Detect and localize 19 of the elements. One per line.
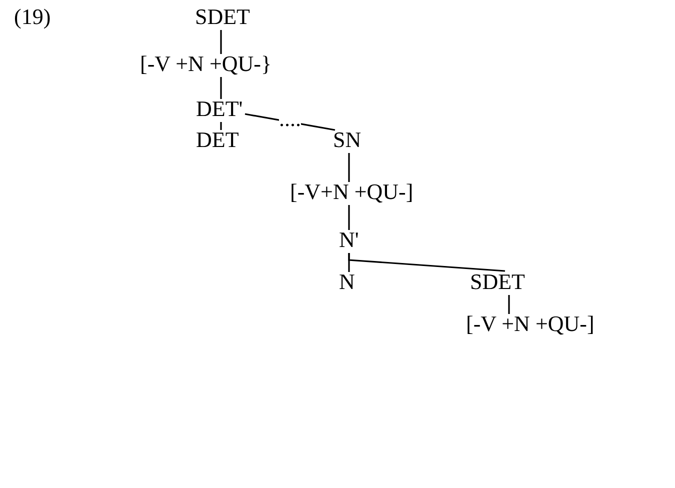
tree-node-label: N [339,270,355,294]
tree-branch [244,113,336,131]
tree-branch [348,153,350,182]
tree-branch [508,295,510,314]
tree-node-label: DET [196,128,239,152]
tree-node-label: SDET [470,270,525,294]
tree-branch [348,253,506,272]
tree-branch [348,205,350,230]
example-number: (19) [14,5,51,29]
tree-node-label: [-V +N +QU-] [466,312,594,336]
tree-node-label: [-V +N +QU-} [140,52,272,76]
tree-node-label: DET' [196,97,243,121]
tree-branch [220,77,222,99]
tree-node-label: N' [339,228,359,252]
tree-node-label: SN [333,128,362,152]
tree-node-label: SDET [195,5,250,29]
tree-branch [220,30,222,54]
tree-branch [220,122,222,130]
tree-node-label: [-V+N +QU-] [290,180,414,204]
